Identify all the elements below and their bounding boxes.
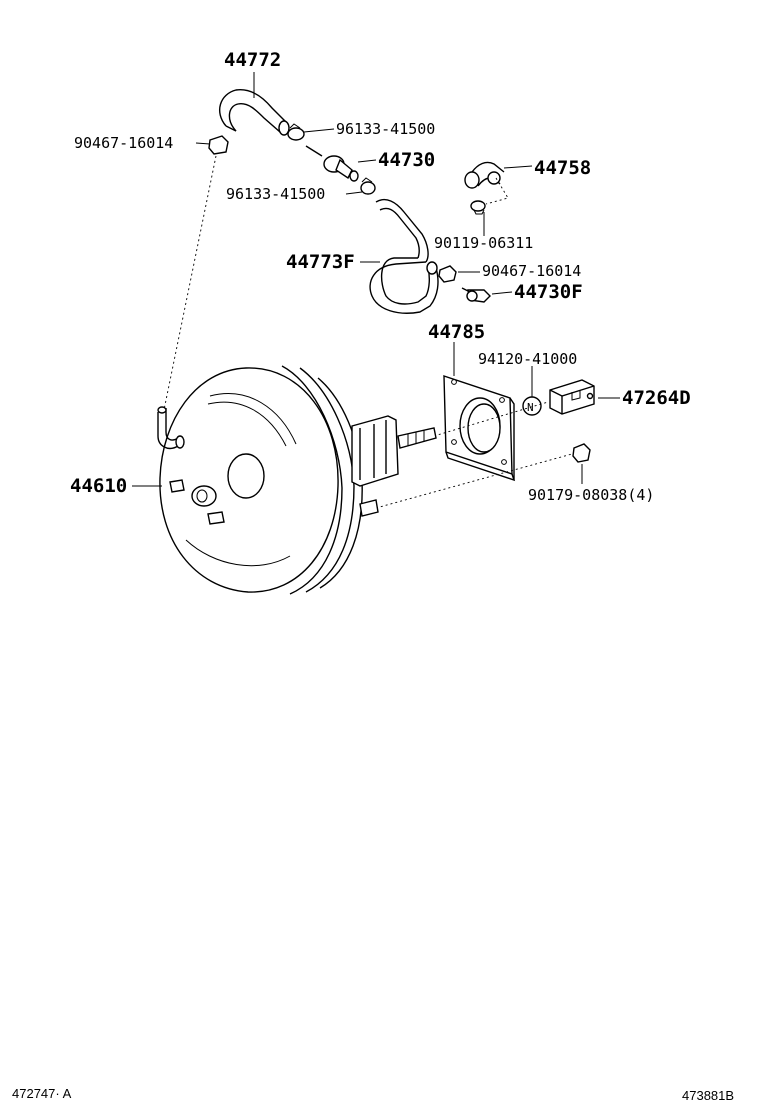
label-94120: 94120-41000 [478,350,577,368]
label-96133-mid: 96133-41500 [226,185,325,203]
dashed-leader-clip-to-booster [163,155,217,411]
label-90467-right: 90467-16014 [482,262,581,280]
footer-right-code: 473881B [682,1088,734,1103]
hose-44758 [464,161,505,189]
label-44773f: 44773F [286,251,355,273]
clamp-96133-top [287,123,305,141]
label-47264d: 47264D [622,387,691,409]
label-90467-top: 90467-16014 [74,134,173,152]
check-valve-44730f [461,287,491,303]
leader-96133-mid [345,191,363,195]
gasket-44785 [443,375,516,482]
hose-44772 [218,89,290,136]
leader-96133-top [303,128,335,133]
dashed-stud-axis [375,453,573,509]
nut-90179 [572,443,591,463]
check-valve-44730 [305,145,359,182]
brake-booster-44610 [157,365,437,595]
clevis-47264d [549,379,595,415]
bolt-90119 [470,200,486,215]
label-44758: 44758 [534,157,591,179]
leader-44730f [491,291,513,295]
leader-44758 [503,165,533,169]
hose-44773f [369,198,439,314]
label-90179: 90179-08038(4) [528,486,654,504]
leader-44730 [357,159,377,163]
label-44610: 44610 [70,475,127,497]
footer-left-code: 472747· A [12,1086,72,1101]
label-96133-top: 96133-41500 [336,120,435,138]
label-44785: 44785 [428,321,485,343]
clamp-96133-mid [360,177,376,195]
clip-90467-right [438,265,457,283]
leader-90467-top [195,142,211,145]
label-44730: 44730 [378,149,435,171]
label-44730f: 44730F [514,281,583,303]
clip-90467-top [208,135,229,155]
nut-94120: N [522,396,542,416]
label-90119: 90119-06311 [434,234,533,252]
label-44772: 44772 [224,49,281,71]
